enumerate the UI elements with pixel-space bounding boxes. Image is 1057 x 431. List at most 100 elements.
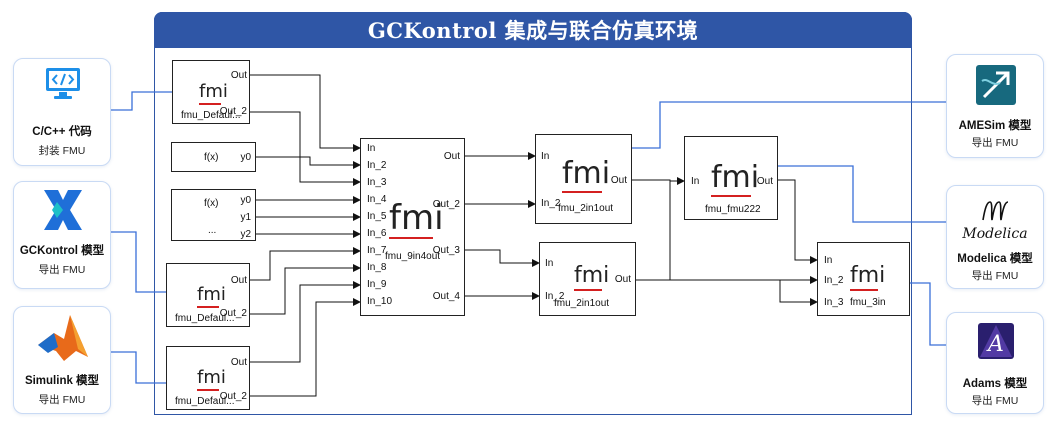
port-in-7: In_7 bbox=[367, 245, 387, 256]
amesim-logo-icon bbox=[976, 65, 1016, 105]
fmi-underline bbox=[574, 289, 602, 291]
card-gckontrol-sub: 导出 FMU bbox=[38, 264, 86, 276]
block-name: fmu_Defaul... bbox=[181, 110, 241, 121]
card-cpp-sub: 封装 FMU bbox=[38, 145, 86, 157]
wire-def3-out bbox=[250, 281, 361, 363]
fmi-logo-text: fmi bbox=[850, 263, 886, 288]
fmi-logo: fmi bbox=[562, 159, 610, 193]
port-in2: In_2 bbox=[545, 291, 565, 302]
port-y1: y1 bbox=[240, 212, 251, 223]
fmi-underline bbox=[711, 195, 751, 197]
card-amesim-label: AMESim 模型 bbox=[958, 120, 1032, 132]
port-in-8: In_8 bbox=[367, 262, 387, 273]
block-fmu-fmu222[interactable]: In Out fmi fmu_fmu222 bbox=[684, 136, 778, 220]
card-adams[interactable]: A Adams 模型 导出 FMU bbox=[946, 312, 1044, 414]
link-ame-to-two1 bbox=[613, 101, 946, 148]
port-in-1: In bbox=[367, 143, 376, 154]
fmi-logo: fmi bbox=[711, 160, 760, 197]
wire-two2-out-to-three-in3 bbox=[636, 279, 818, 306]
fmi-underline bbox=[850, 289, 878, 291]
port-in-6: In_6 bbox=[367, 228, 387, 239]
fmi-logo-text: fmi bbox=[711, 160, 760, 195]
wire-def1-out2 bbox=[250, 111, 361, 186]
card-simulink[interactable]: Simulink 模型 导出 FMU bbox=[13, 306, 111, 414]
card-cpp-label: C/C++ 代码 bbox=[32, 126, 92, 138]
block-fmu-default-3[interactable]: Out fmi Out_2 fmu_Defaul... bbox=[166, 346, 250, 410]
port-in: In bbox=[545, 258, 554, 269]
port-out2: Out_2 bbox=[219, 308, 247, 319]
port-in-2: In_2 bbox=[367, 160, 387, 171]
block-fmu-3in[interactable]: In In_2 In_3 fmi fmu_3in bbox=[817, 242, 910, 316]
port-out: Out bbox=[610, 175, 627, 186]
adams-logo-icon: A bbox=[978, 323, 1014, 359]
port-in: In bbox=[824, 255, 833, 266]
fx-label: f(x) bbox=[204, 198, 219, 209]
card-cpp-code[interactable]: C/C++ 代码 封装 FMU bbox=[13, 58, 111, 166]
block-name: fmu_9in4out bbox=[385, 251, 441, 262]
block-name: fmu_2in1out bbox=[558, 203, 614, 214]
fmi-logo: fmi bbox=[389, 198, 444, 239]
fmi-logo-text: fmi bbox=[197, 284, 226, 305]
modelica-logo-icon bbox=[982, 201, 1009, 221]
fx-label: f(x) bbox=[204, 152, 219, 163]
port-out-4: Out_4 bbox=[432, 291, 460, 302]
fmi-logo: fmi bbox=[197, 367, 226, 391]
wire-f222-out-to-three-in bbox=[778, 179, 818, 264]
wire-nine-out3 bbox=[465, 249, 540, 267]
card-modelica-sub: 导出 FMU bbox=[971, 270, 1019, 282]
fmi-logo-text: fmi bbox=[389, 198, 444, 238]
wire-def1-out bbox=[250, 74, 361, 152]
block-fx-1[interactable]: f(x) y0 bbox=[171, 142, 256, 172]
block-name: fmu_2in1out bbox=[554, 298, 610, 309]
fmi-logo: fmi bbox=[199, 81, 228, 105]
port-out2: Out_2 bbox=[219, 391, 247, 402]
block-fmu-2in1out-2[interactable]: In In_2 Out fmi fmu_2in1out bbox=[539, 242, 636, 316]
link-sim-to-def3 bbox=[111, 351, 195, 383]
wire-def2-out bbox=[250, 247, 361, 281]
port-in2: In_2 bbox=[824, 275, 844, 286]
card-simulink-label: Simulink 模型 bbox=[24, 375, 100, 387]
port-out: Out bbox=[230, 357, 247, 368]
fmi-underline bbox=[199, 103, 221, 105]
block-name: fmu_Defaul... bbox=[175, 313, 235, 324]
code-monitor-icon bbox=[46, 68, 80, 99]
wire-def3-out2 bbox=[250, 298, 361, 397]
card-adams-sub: 导出 FMU bbox=[971, 395, 1019, 407]
port-in-3: In_3 bbox=[367, 177, 387, 188]
fmi-logo: fmi bbox=[850, 263, 886, 291]
port-in-9: In_9 bbox=[367, 279, 387, 290]
block-fmu-2in1out-1[interactable]: In In_2 Out fmi fmu_2in1out bbox=[535, 134, 632, 224]
wire-f1-y0 bbox=[256, 156, 361, 169]
fmi-logo-text: fmi bbox=[197, 367, 226, 388]
card-amesim[interactable]: AMESim 模型 导出 FMU bbox=[946, 54, 1044, 158]
port-out: Out bbox=[230, 275, 247, 286]
port-in-5: In_5 bbox=[367, 211, 387, 222]
block-name: fmu_Defaul... bbox=[175, 396, 235, 407]
simulation-environment-frame bbox=[154, 12, 912, 415]
card-adams-label: Adams 模型 bbox=[962, 378, 1028, 390]
fmi-logo: fmi bbox=[197, 284, 226, 308]
block-fmu-9in4out[interactable]: In In_2 In_3 In_4 In_5 In_6 In_7 In_8 In… bbox=[360, 138, 465, 316]
card-gckontrol[interactable]: GCKontrol 模型 导出 FMU bbox=[13, 181, 111, 289]
port-out-3: Out_3 bbox=[432, 245, 460, 256]
block-fmu-default-2[interactable]: Out fmi Out_2 fmu_Defaul... bbox=[166, 263, 250, 327]
fmi-logo-text: fmi bbox=[199, 81, 228, 102]
port-out: Out bbox=[614, 274, 631, 285]
wire-def2-out2 bbox=[250, 264, 361, 315]
gckontrol-logo-icon bbox=[44, 190, 82, 230]
port-y0: y0 bbox=[240, 152, 251, 163]
port-y0: y0 bbox=[240, 195, 251, 206]
block-fmu-default-1[interactable]: Out fmi Out_2 fmu_Defaul... bbox=[172, 60, 250, 124]
block-name: fmu_3in bbox=[850, 297, 886, 308]
port-out-1: Out bbox=[443, 151, 460, 162]
port-in: In bbox=[541, 151, 550, 162]
port-in-10: In_10 bbox=[367, 296, 393, 307]
port-out-2: Out_2 bbox=[432, 199, 460, 210]
block-fx-2[interactable]: f(x) y0 y1 y2 ... bbox=[171, 189, 256, 241]
port-out2: Out_2 bbox=[219, 106, 247, 117]
block-name: fmu_fmu222 bbox=[705, 204, 761, 215]
link-mod-to-f222 bbox=[760, 166, 946, 223]
card-modelica[interactable]: Modelica Modelica 模型 导出 FMU bbox=[946, 185, 1044, 289]
dots-label: ... bbox=[208, 225, 217, 236]
